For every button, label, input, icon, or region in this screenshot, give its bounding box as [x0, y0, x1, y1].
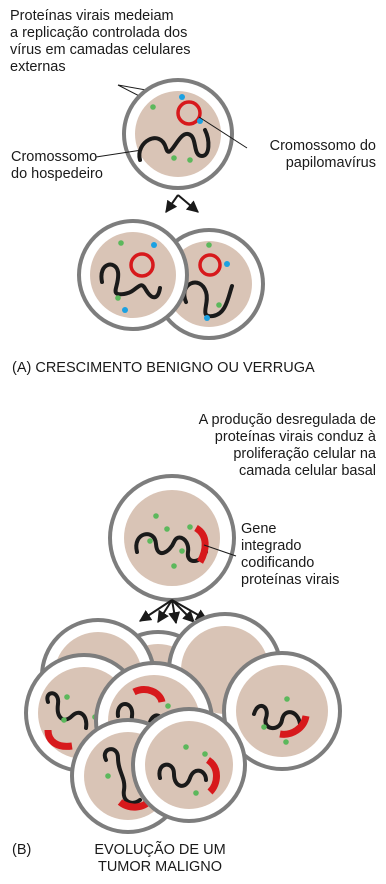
viral-protein-green: [171, 155, 177, 161]
viral-protein-blue: [197, 118, 203, 124]
caption-panel-b: EVOLUÇÃO DE UM TUMOR MALIGNO: [94, 842, 226, 875]
viral-protein-green: [216, 302, 222, 308]
viral-protein-green: [118, 240, 124, 246]
viral-protein-green: [164, 526, 170, 532]
cell-a-top: [122, 78, 234, 190]
cell-a-daughter-left: [77, 219, 189, 331]
proliferation-arrow: [171, 599, 209, 621]
cell-b-top: [108, 474, 236, 602]
tumor-cell: [131, 707, 247, 823]
viral-episome: [129, 252, 155, 278]
viral-protein-green: [187, 157, 193, 163]
viral-protein-blue: [224, 261, 230, 267]
host-chromosome: [134, 532, 208, 563]
proliferation-arrow: [138, 599, 173, 622]
host-chromosome-leader: [95, 149, 143, 158]
viral-protein-green: [206, 242, 212, 248]
viral-protein-green: [147, 538, 153, 544]
note-viral-proteins-replication: Proteínas virais medeiam a replicação co…: [10, 8, 191, 75]
viral-protein-blue: [122, 307, 128, 313]
viral-protein-blue: [151, 242, 157, 248]
host-chromosome: [137, 128, 211, 162]
caption-letter-b: (B): [12, 842, 32, 858]
viral-protein-green: [153, 513, 159, 519]
tumor-cell: [222, 651, 342, 771]
proliferation-arrow: [171, 599, 195, 623]
note-deregulated-production: A produção desregulada de proteínas vira…: [198, 412, 376, 479]
viral-protein-blue: [204, 315, 210, 321]
host-chromosome: [99, 262, 162, 300]
gene-leader: [203, 544, 237, 557]
division-arrow: [165, 194, 179, 213]
proliferation-arrow: [157, 599, 173, 624]
viral-protein-green: [179, 548, 185, 554]
label-host-chromosome: Cromossomo do hospedeiro: [11, 149, 103, 182]
division-arrow: [177, 194, 199, 213]
integrated-viral-gene: [193, 524, 209, 564]
viral-protein-green: [171, 563, 177, 569]
proliferation-arrow: [168, 599, 181, 625]
viral-episome: [198, 253, 222, 277]
caption-panel-a: (A) CRESCIMENTO BENIGNO OU VERRUGA: [12, 360, 315, 376]
host-chromosome: [182, 280, 234, 319]
viral-protein-green: [187, 524, 193, 530]
label-integrated-gene: Gene integrado codificando proteínas vir…: [241, 521, 340, 588]
viral-protein-blue: [179, 94, 185, 100]
viral-episome: [176, 100, 202, 126]
label-viral-chromosome: Cromossomo do papilomavírus: [269, 138, 376, 171]
viral-protein-green: [150, 104, 156, 110]
viral-chromosome-leader: [198, 116, 248, 149]
viral-protein-green: [115, 295, 121, 301]
